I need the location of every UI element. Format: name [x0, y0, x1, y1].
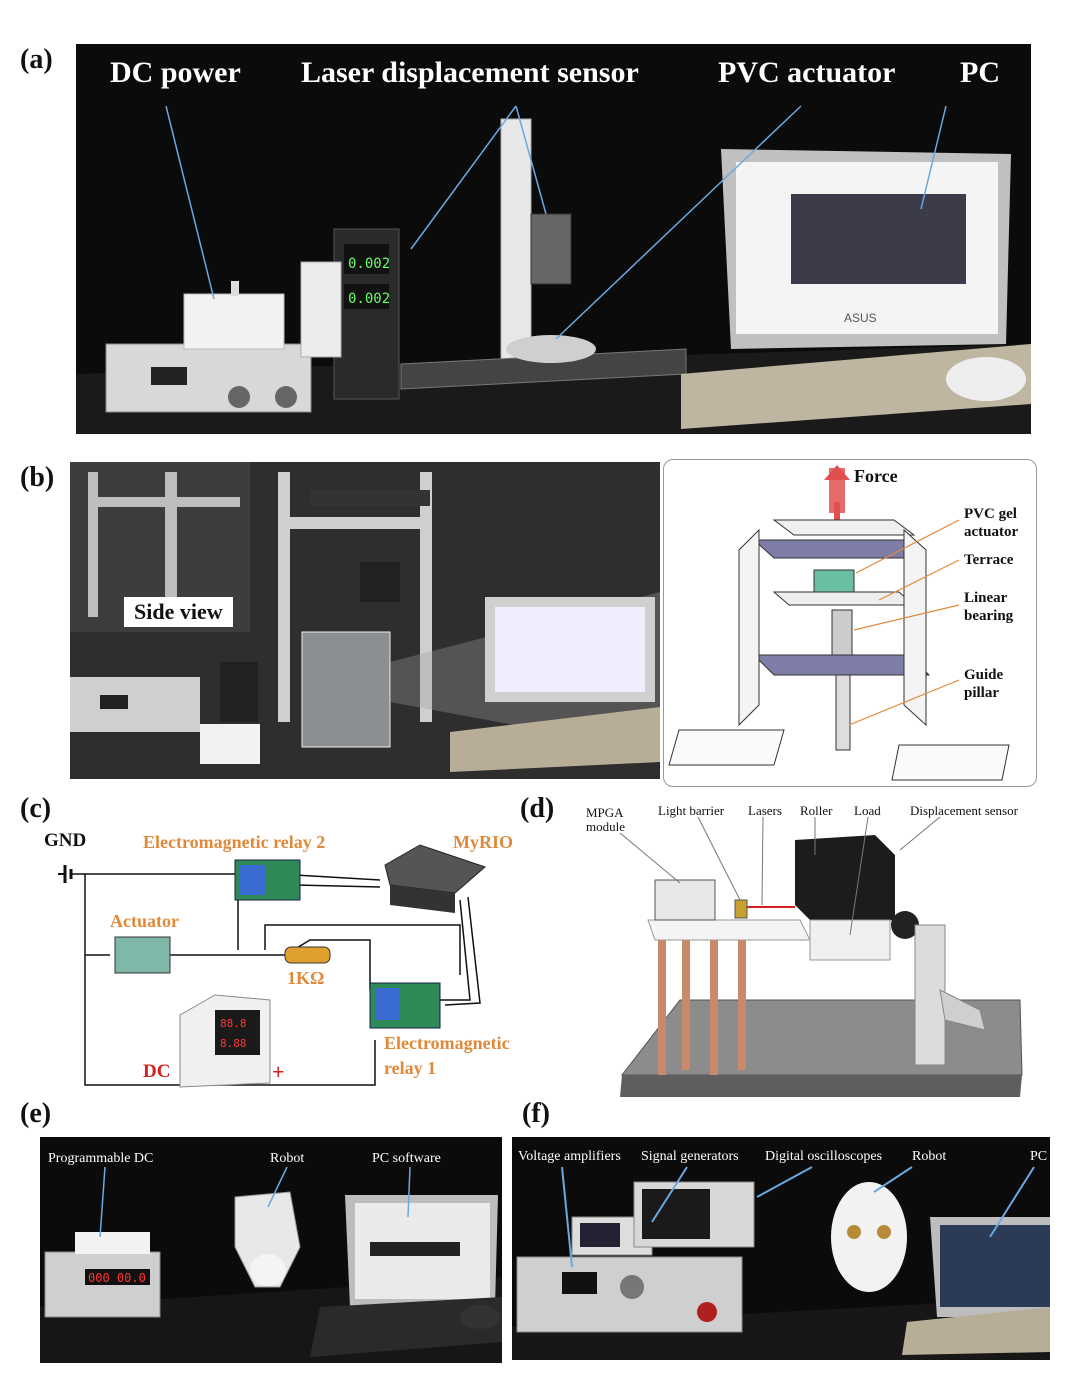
label-pvc-gel-actuator: actuator [964, 524, 1019, 540]
label-pc-f: PC [1030, 1149, 1048, 1164]
label-gnd: GND [44, 830, 87, 851]
label-programmable-dc: Programmable DC [48, 1151, 154, 1166]
panel-d-letter: (d) [520, 793, 555, 824]
label-voltage-amplifiers: Voltage amplifiers [518, 1149, 621, 1164]
svg-text:8.88: 8.88 [220, 1037, 247, 1050]
label-robot-f: Robot [912, 1149, 947, 1164]
label-signal-generators: Signal generators [641, 1149, 739, 1164]
svg-text:88.8: 88.8 [220, 1017, 247, 1030]
label-mpga-module: module [586, 819, 625, 834]
label-relay-2: Electromagnetic relay 2 [143, 832, 326, 852]
label-terrace: Terrace [964, 552, 1014, 568]
label-plus: + [272, 1059, 285, 1084]
svg-text:0.002: 0.002 [348, 291, 390, 307]
panel-b-letter: (b) [20, 462, 55, 493]
label-digital-oscilloscopes: Digital oscilloscopes [765, 1149, 883, 1164]
label-laser-displacement-sensor: Laser displacement sensor [301, 56, 639, 89]
panel-a-photo: 0.002 0.002 ASUS DC power Laser displace… [76, 44, 1031, 434]
panel-e-letter: (e) [20, 1098, 52, 1129]
laptop-brand: ASUS [844, 311, 877, 325]
label-roller: Roller [800, 803, 833, 818]
label-linear: Linear [964, 590, 1008, 606]
label-pvc-gel: PVC gel [964, 506, 1017, 522]
panel-f-photo: Voltage amplifiers Signal generators Dig… [512, 1137, 1050, 1360]
svg-text:000 00.0: 000 00.0 [88, 1271, 146, 1285]
panel-b-schematic: Force PVC gel actuator Terrace Linear be… [663, 459, 1037, 787]
panel-c-letter: (c) [20, 793, 52, 824]
panel-d-setup: MPGA module Light barrier Lasers Roller … [560, 795, 1060, 1130]
label-side-view: Side view [124, 597, 233, 627]
label-guide: Guide [964, 667, 1004, 683]
panel-f-scene [512, 1166, 1050, 1360]
label-linear-bearing: bearing [964, 608, 1014, 624]
label-guide-pillar: pillar [964, 685, 1000, 701]
label-pc: PC [960, 56, 1000, 89]
panel-f-letter: (f) [522, 1098, 550, 1129]
panel-e-photo: 000 00.0 Programmable DC Robot PC softwa… [40, 1137, 502, 1363]
label-dc-power: DC power [110, 56, 241, 89]
label-actuator: Actuator [110, 911, 179, 931]
panel-a-letter: (a) [20, 44, 53, 75]
svg-text:0.002: 0.002 [348, 256, 390, 272]
label-relay-1-line2: relay 1 [384, 1058, 437, 1078]
label-mpga: MPGA [586, 805, 624, 820]
panel-e-scene: 000 00.0 [40, 1166, 502, 1363]
label-relay-1: Electromagnetic [384, 1033, 510, 1053]
panel-a-scene: 0.002 0.002 ASUS [76, 105, 1031, 434]
panel-c-circuit: 88.8 8.88 GND Electromagnetic relay 2 My… [40, 825, 540, 1105]
label-force: Force [854, 466, 898, 486]
circuit-diagram: 88.8 8.88 [58, 844, 486, 1088]
label-pvc-actuator: PVC actuator [718, 56, 896, 89]
label-light-barrier: Light barrier [658, 803, 725, 818]
label-load: Load [854, 803, 881, 818]
panel-b-scene [70, 462, 660, 779]
label-resistor: 1KΩ [287, 968, 325, 988]
bearing-stand-drawing [668, 465, 1010, 781]
label-dc: DC [143, 1061, 171, 1082]
label-lasers: Lasers [748, 803, 782, 818]
label-robot-e: Robot [270, 1151, 305, 1166]
label-myrio: MyRIO [453, 832, 513, 852]
panel-b-photo: Side view [70, 462, 660, 779]
mpga-test-rig [619, 816, 1023, 1097]
label-displacement-sensor: Displacement sensor [910, 803, 1018, 818]
label-pc-software: PC software [372, 1151, 441, 1166]
